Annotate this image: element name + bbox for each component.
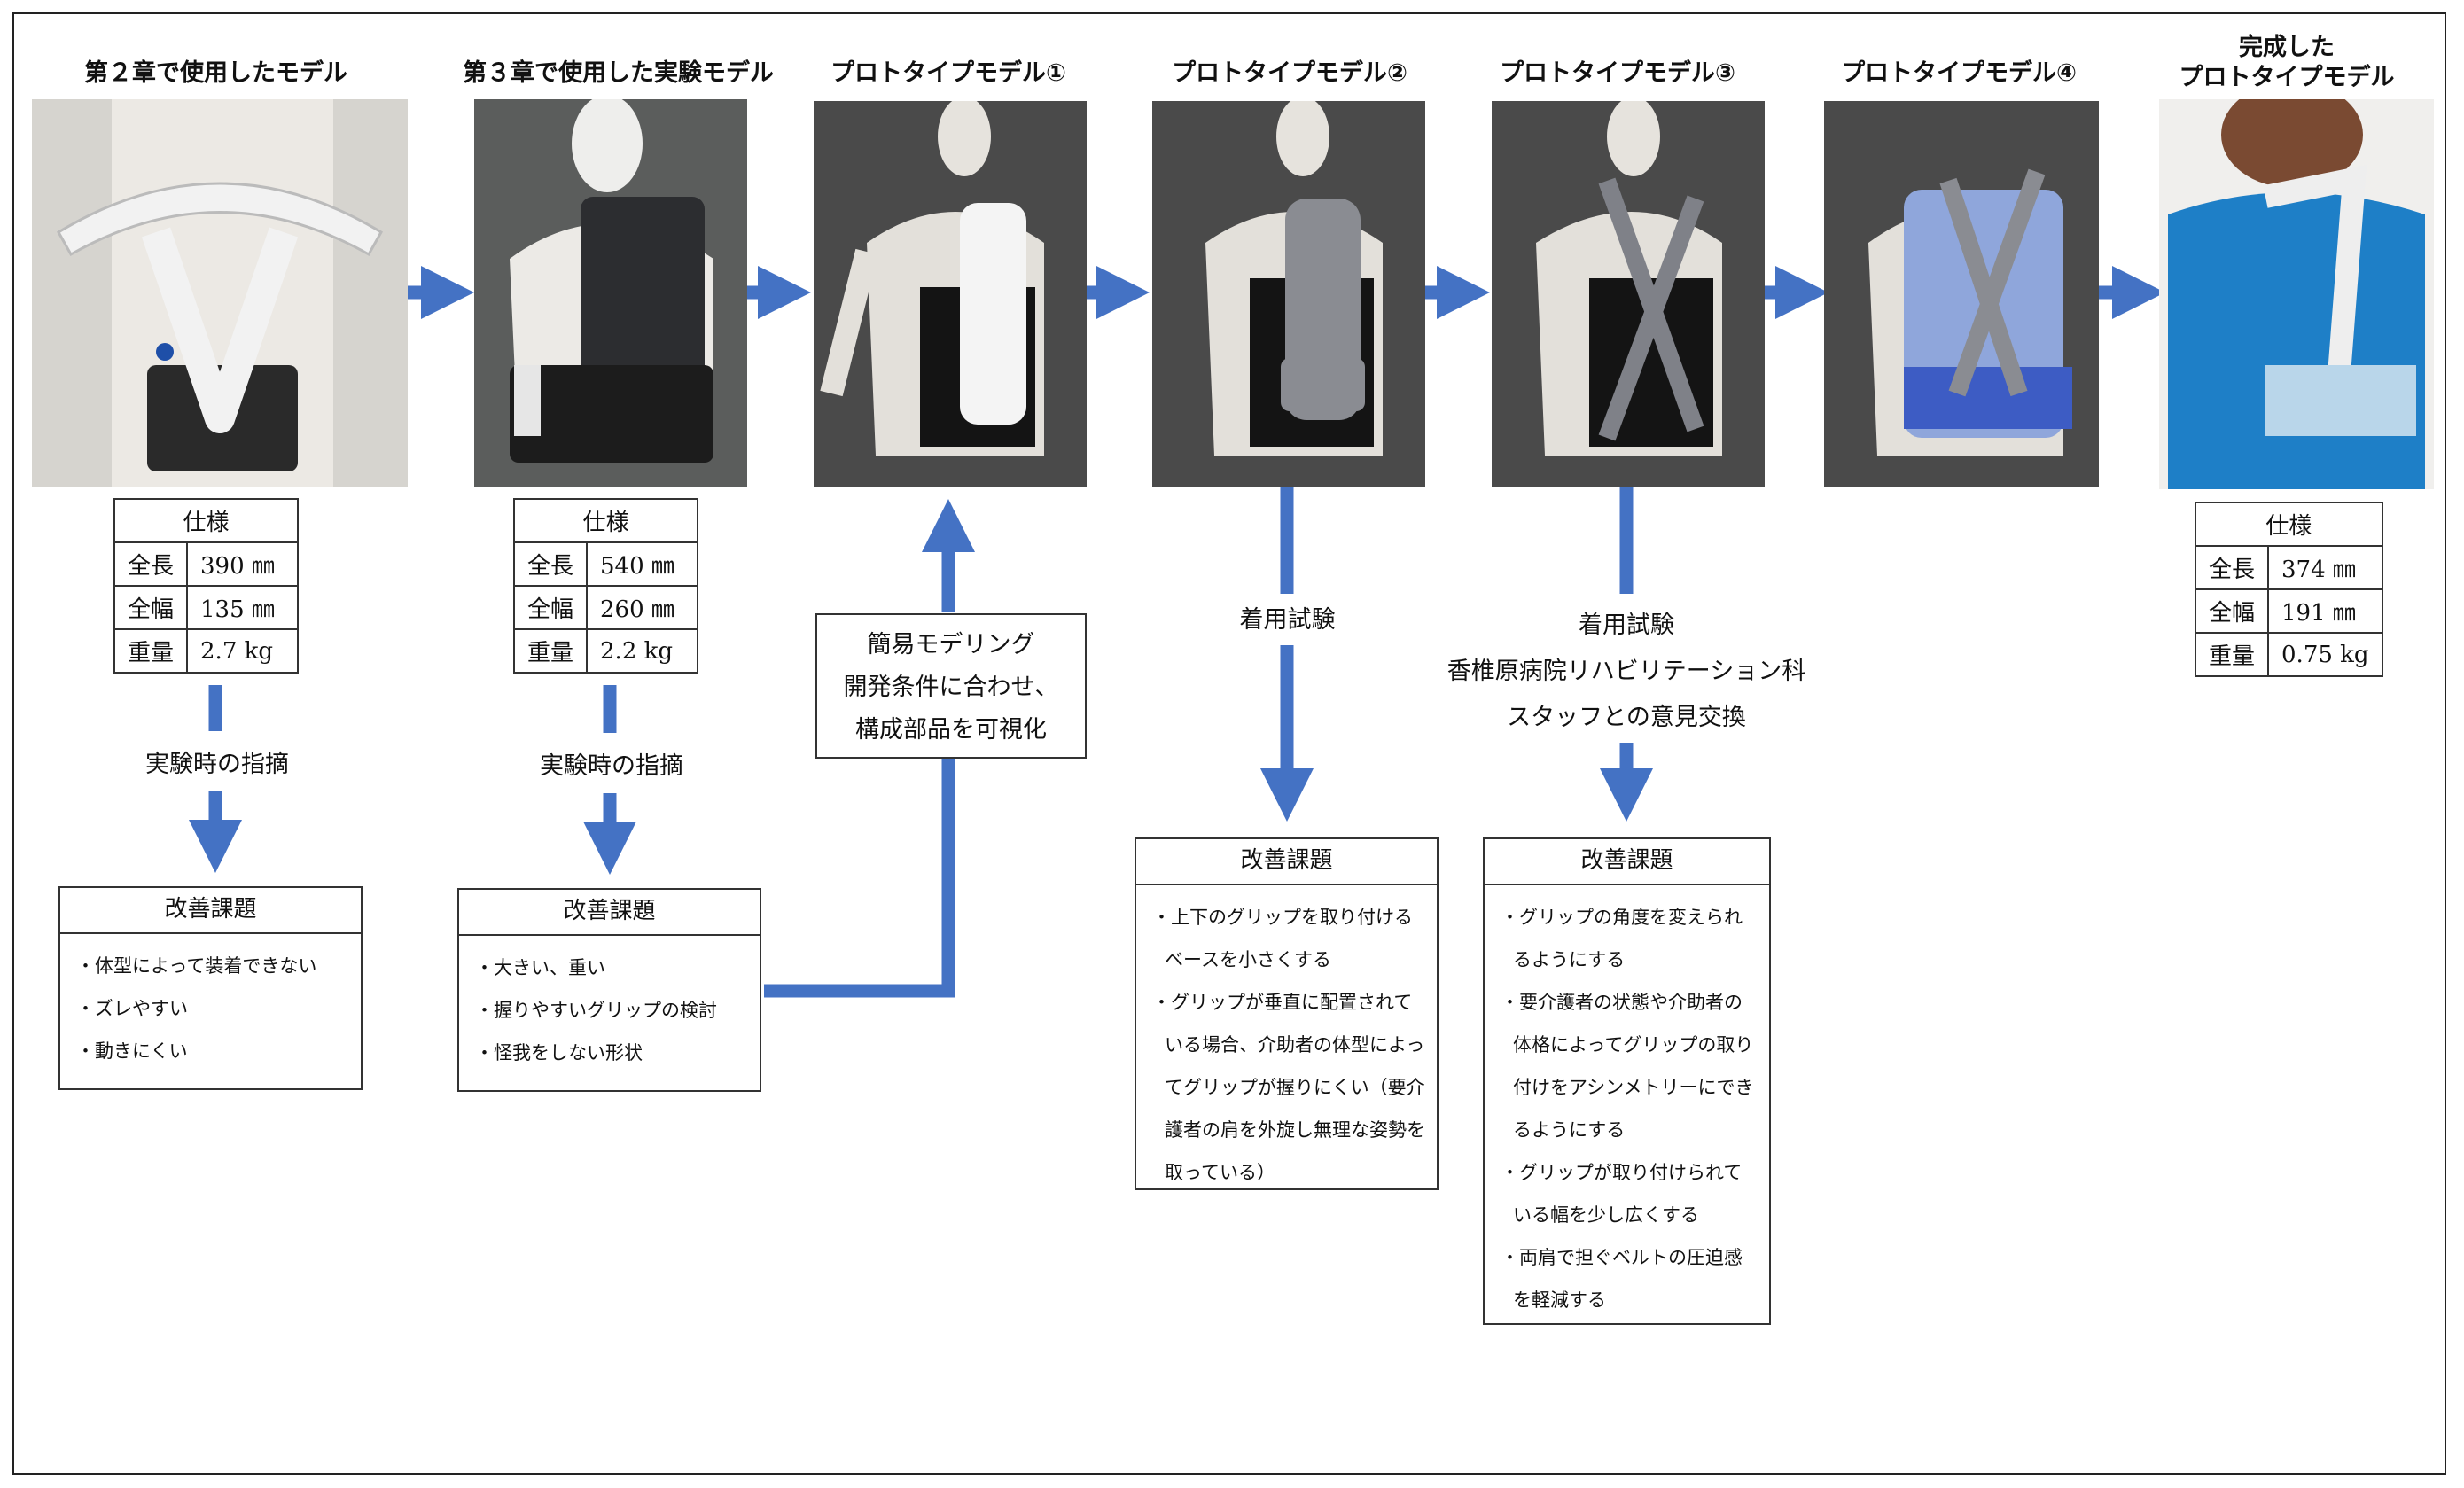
- spec-value: 191 ㎜: [2267, 588, 2383, 634]
- issue-item: ・動きにくい: [76, 1040, 188, 1062]
- modeling-line1: 簡易モデリング: [867, 631, 1035, 658]
- spec-value: 135 ㎜: [186, 585, 300, 630]
- issue-item: ・体型によって装着できない: [76, 955, 317, 977]
- issue-item: ・ズレやすい: [76, 998, 188, 1019]
- issues-box-stage1: 改善課題 ・体型によって装着できない ・ズレやすい ・動きにくい: [58, 886, 363, 1090]
- feedback-label-stage1: 実験時の指摘: [115, 743, 319, 787]
- issue-item: ・要介護者の状態や介助者の体格によってグリップの取り付けをアシンメトリーにできる…: [1501, 992, 1754, 1141]
- stage6-title: プロトタイプモデル④: [1841, 59, 2077, 87]
- stage5-photo: [1492, 101, 1765, 487]
- spec-header: 仕様: [113, 498, 300, 543]
- modeling-line2: 開発条件に合わせ、: [843, 674, 1059, 701]
- issue-item: ・グリップの角度を変えられるようにする: [1501, 907, 1743, 970]
- stage4-title: プロトタイプモデル②: [1172, 59, 1407, 87]
- spec-value: 0.75 kg: [2267, 632, 2383, 677]
- issues-header: 改善課題: [1485, 839, 1769, 885]
- spec-key: 全幅: [113, 585, 189, 630]
- stage1-title: 第２章で使用したモデル: [84, 59, 347, 87]
- stage5-title: プロトタイプモデル③: [1500, 59, 1735, 87]
- exchange-label-stage5: 着用試験 香椎原病院リハビリテーション科 スタッフとの意見交換: [1409, 603, 1844, 741]
- issues-box-stage2: 改善課題 ・大きい、重い ・握りやすいグリップの検討 ・怪我をしない形状: [457, 888, 761, 1092]
- spec-key: 全長: [512, 541, 589, 587]
- spec-key: 全長: [113, 541, 189, 587]
- spec-key: 重量: [2194, 632, 2270, 677]
- exchange-line1: 着用試験: [1579, 612, 1674, 639]
- spec-header: 仕様: [512, 498, 699, 543]
- spec-value: 260 ㎜: [586, 585, 699, 630]
- spec-value: 390 ㎜: [186, 541, 300, 587]
- feedback-label-stage2: 実験時の指摘: [510, 744, 713, 789]
- spec-value: 540 ㎜: [586, 541, 699, 587]
- stage7-photo: [2159, 99, 2434, 489]
- weartest-label-stage4: 着用試験: [1197, 598, 1378, 643]
- issues-box-stage4: 改善課題 ・上下のグリップを取り付けるベースを小さくする ・グリップが垂直に配置…: [1135, 837, 1439, 1190]
- stage3-photo: [814, 101, 1087, 487]
- stage6-photo: [1824, 101, 2099, 487]
- issue-item: ・上下のグリップを取り付けるベースを小さくする: [1152, 907, 1413, 970]
- exchange-line3: スタッフとの意見交換: [1507, 704, 1746, 731]
- spec-key: 重量: [512, 628, 589, 674]
- spec-value: 2.2 kg: [586, 628, 699, 674]
- modeling-line3: 構成部品を可視化: [855, 716, 1047, 744]
- stage2-title: 第３章で使用した実験モデル: [463, 59, 774, 87]
- issue-item: ・グリップが垂直に配置されている場合、介助者の体型によってグリップが握りにくい（…: [1152, 992, 1425, 1183]
- arrow-issues2-to-prototype1: [764, 758, 955, 998]
- spec-key: 重量: [113, 628, 189, 674]
- issues-header: 改善課題: [60, 888, 361, 934]
- stage7-title-line1: 完成した: [2239, 34, 2335, 61]
- spec-value: 374 ㎜: [2267, 545, 2383, 590]
- exchange-line2: 香椎原病院リハビリテーション科: [1446, 658, 1806, 685]
- issue-item: ・握りやすいグリップの検討: [475, 1000, 717, 1021]
- issues-box-stage5: 改善課題 ・グリップの角度を変えられるようにする ・要介護者の状態や介助者の体格…: [1483, 837, 1771, 1325]
- issue-item: ・大きい、重い: [475, 957, 605, 978]
- spec-key: 全長: [2194, 545, 2270, 590]
- spec-value: 2.7 kg: [186, 628, 300, 674]
- spec-key: 全幅: [2194, 588, 2270, 634]
- issue-item: ・両肩で担ぐベルトの圧迫感を軽減する: [1501, 1247, 1743, 1311]
- stage1-photo: [32, 99, 408, 487]
- modeling-note: 簡易モデリング 開発条件に合わせ、 構成部品を可視化: [815, 613, 1087, 759]
- issues-header: 改善課題: [1136, 839, 1437, 885]
- issues-header: 改善課題: [459, 890, 760, 936]
- stage4-photo: [1152, 101, 1425, 487]
- stage3-title: プロトタイプモデル①: [830, 59, 1066, 87]
- diagram-frame: [12, 12, 2446, 1475]
- issue-item: ・グリップが取り付けられている幅を少し広くする: [1501, 1162, 1743, 1226]
- stage7-title-line2: プロトタイプモデル: [2179, 64, 2395, 91]
- spec-header: 仕様: [2195, 502, 2383, 547]
- spec-key: 全幅: [512, 585, 589, 630]
- stage7-title: 完成した プロトタイプモデル: [2154, 33, 2420, 93]
- issue-item: ・怪我をしない形状: [475, 1042, 643, 1063]
- stage2-photo: [474, 99, 747, 487]
